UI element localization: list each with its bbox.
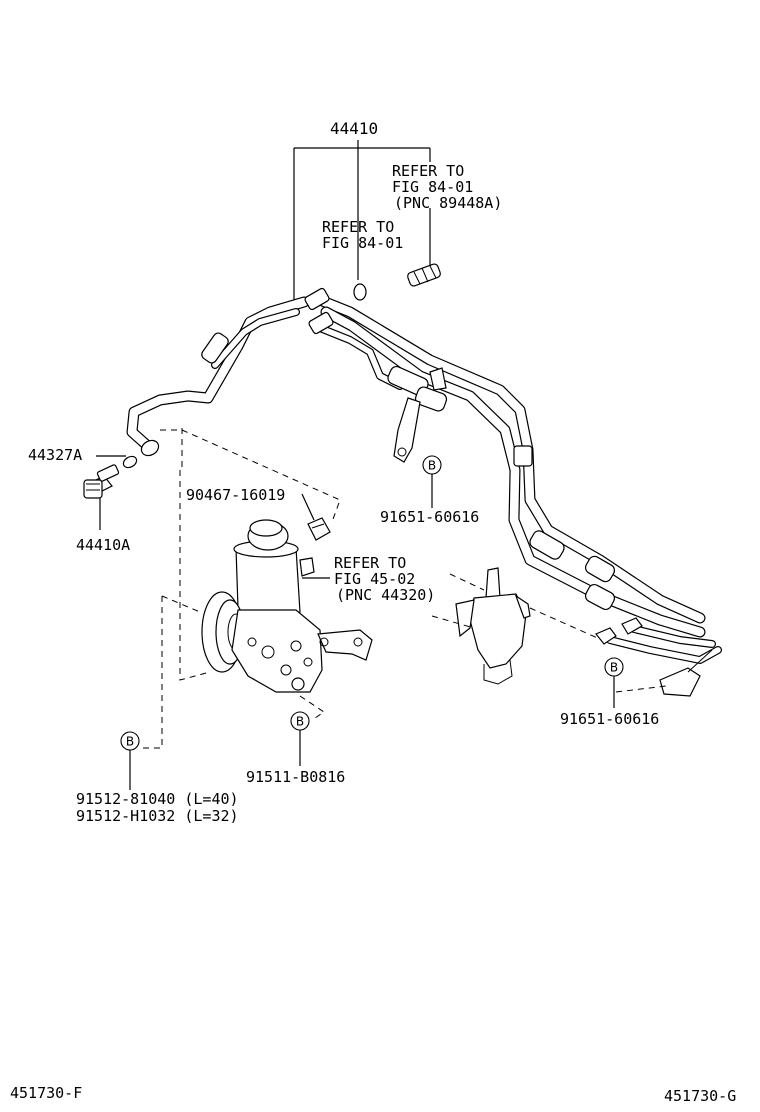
steering-gear-housing — [431, 567, 643, 685]
label-91511-B0816: 91511-B0816 — [246, 768, 345, 786]
union-fitting-left — [83, 439, 160, 499]
refer-3-line2: FIG 45-02 — [334, 570, 415, 588]
hose-sleeves — [201, 287, 616, 611]
label-91512-81040: 91512-81040 (L=40) — [76, 790, 239, 808]
bolt-marker-b-4: B — [120, 731, 140, 751]
label-91651-60616-b: 91651-60616 — [560, 710, 659, 728]
label-44410A: 44410A — [76, 536, 130, 554]
pipe-brackets — [393, 367, 713, 697]
bolt-marker-b-3: B — [290, 711, 310, 731]
refer-2-line2: FIG 84-01 — [322, 234, 403, 252]
svg-text:B: B — [428, 459, 436, 473]
refer-1-line2: FIG 84-01 — [392, 178, 473, 196]
footer-code-left: 451730-F — [10, 1084, 82, 1102]
bolt-marker-b-1: B — [422, 455, 442, 475]
o-ring-part — [353, 283, 367, 301]
label-90467-16019: 90467-16019 — [186, 486, 285, 504]
leader-lines — [96, 140, 615, 790]
refer-3-line3: (PNC 44320) — [336, 586, 435, 604]
power-steering-pump — [201, 519, 373, 693]
label-91651-60616-a: 91651-60616 — [380, 508, 479, 526]
label-91512-H1032: 91512-H1032 (L=32) — [76, 807, 239, 825]
refer-3-line1: REFER TO — [334, 554, 406, 572]
label-44410: 44410 — [330, 119, 378, 138]
refer-1-line1: REFER TO — [392, 162, 464, 180]
hose-clamp-part — [307, 517, 331, 541]
label-44327A: 44327A — [28, 446, 82, 464]
refer-1-line3: (PNC 89448A) — [394, 194, 502, 212]
svg-text:B: B — [296, 715, 304, 729]
dashed-leaders — [140, 428, 667, 749]
bolt-marker-b-2: B — [604, 657, 624, 677]
refer-2-line1: REFER TO — [322, 218, 394, 236]
pressure-switch — [407, 263, 441, 287]
svg-text:B: B — [610, 661, 618, 675]
svg-text:B: B — [126, 735, 134, 749]
footer-code-right: 451730-G — [664, 1087, 736, 1105]
